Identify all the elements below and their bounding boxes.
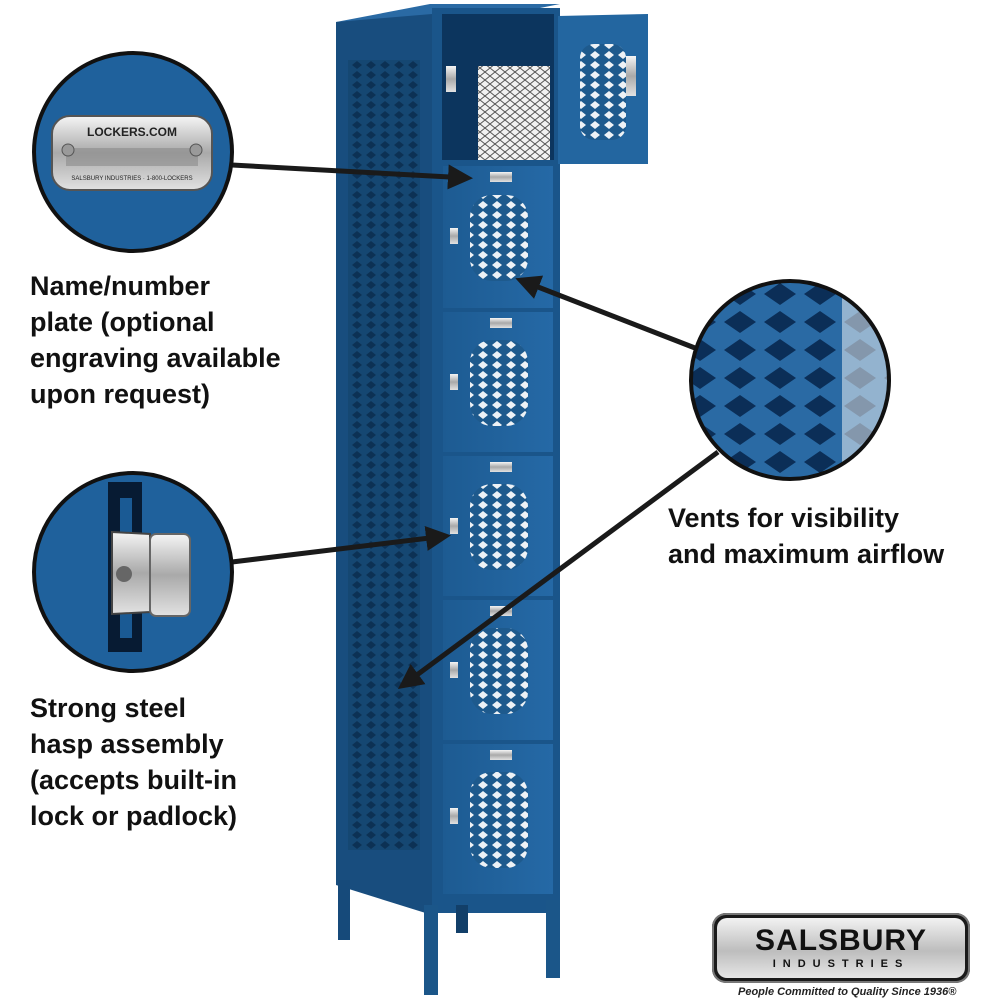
arrow-to-hasp (231, 526, 451, 565)
callout-hasp-text: Strong steel hasp assembly (accepts buil… (30, 690, 237, 834)
locker-leg (546, 900, 560, 978)
callout-line: Name/number (30, 271, 211, 301)
locker-leg (424, 905, 438, 995)
nameplate-title: LOCKERS.COM (87, 125, 177, 139)
locker-door-6[interactable] (443, 744, 553, 894)
callout-line: plate (optional (30, 307, 215, 337)
callout-line: Vents for visibility (668, 503, 900, 533)
screw-icon (189, 143, 203, 157)
logo-subtitle: INDUSTRIES (772, 958, 910, 970)
arrow-to-vent-lower (397, 449, 720, 689)
locker-door-4[interactable] (443, 456, 553, 596)
locker-leg (456, 905, 468, 933)
side-vent-pattern (348, 60, 420, 850)
callout-line: hasp assembly (30, 729, 224, 759)
logo-brand: SALSBURY (755, 924, 927, 957)
zoom-circle-hasp (32, 471, 234, 673)
callout-line: upon request) (30, 379, 210, 409)
callout-line: Strong steel (30, 693, 187, 723)
zoom-circle-vents (689, 279, 891, 481)
callout-line: (accepts built-in (30, 765, 238, 795)
nameplate-subtitle: SALSBURY INDUSTRIES · 1-800-LOCKERS (71, 176, 192, 182)
locker-door-3[interactable] (443, 312, 553, 452)
zoom-circle-nameplate: LOCKERS.COM SALSBURY INDUSTRIES · 1-800-… (32, 51, 234, 253)
locker-unit (336, 4, 648, 995)
callout-vents-text: Vents for visibility and maximum airflow (668, 500, 944, 572)
callout-line: lock or padlock) (30, 801, 238, 831)
arrow-to-nameplate (231, 162, 473, 190)
logo-tagline: People Committed to Quality Since 1936® (738, 986, 957, 998)
locker-door-5[interactable] (443, 600, 553, 740)
open-compartment-back-mesh (478, 66, 550, 160)
callout-nameplate-text: Name/number plate (optional engraving av… (30, 268, 281, 412)
logo-plate: SALSBURY INDUSTRIES (717, 918, 965, 978)
arrow-to-vent-upper (515, 275, 696, 351)
callout-line: and maximum airflow (668, 539, 945, 569)
open-compartment-hasp (446, 66, 456, 92)
salsbury-logo: SALSBURY INDUSTRIES (712, 913, 970, 983)
open-top-door[interactable] (558, 14, 648, 164)
screw-icon (61, 143, 75, 157)
callout-line: engraving available (30, 343, 281, 373)
locker-leg (338, 880, 350, 940)
